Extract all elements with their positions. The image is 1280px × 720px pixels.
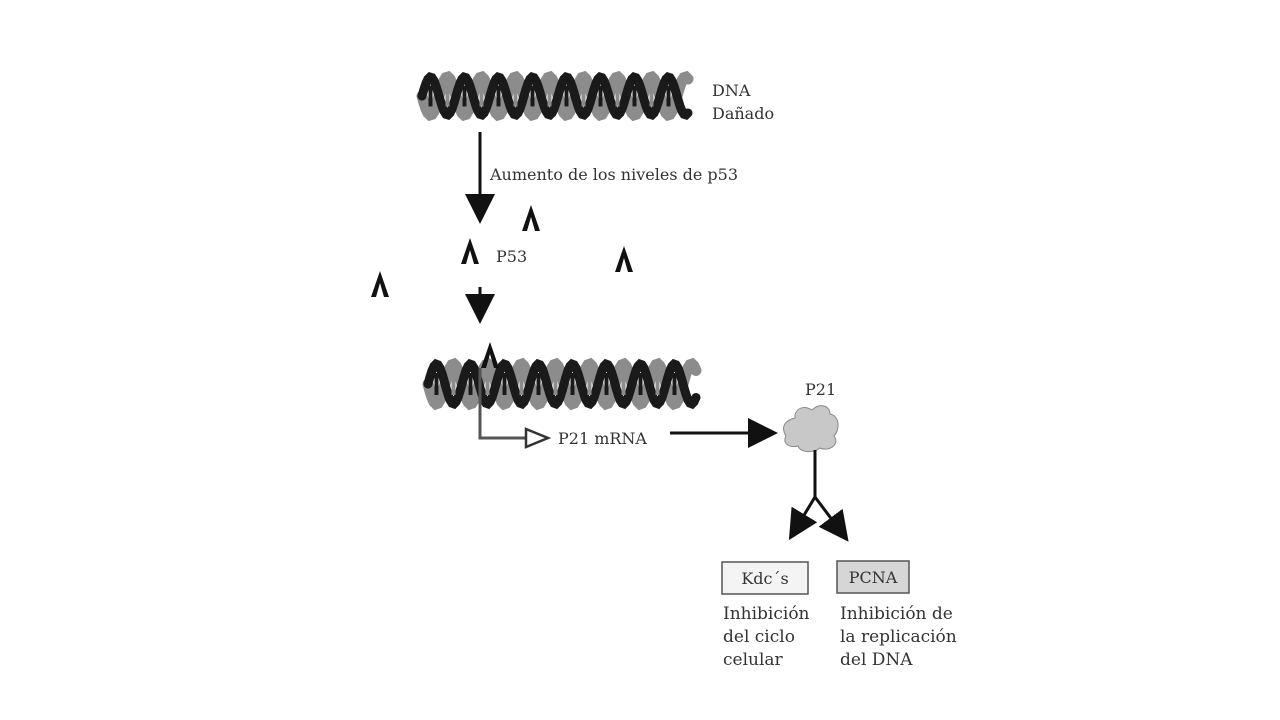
pcna-box-label: PCNA: [849, 568, 898, 587]
pcna-effect-line1: Inhibición de: [840, 604, 953, 624]
kdc-box-label: Kdc´s: [741, 569, 788, 588]
transcription-arrowhead: [524, 427, 552, 449]
p53-molecule-icon: [522, 205, 540, 231]
dna-label-line1: DNA: [712, 81, 751, 100]
p21-mrna-label: P21 mRNA: [558, 429, 647, 448]
kdc-effect-line2: del ciclo: [723, 627, 795, 647]
p53-label: P53: [496, 247, 527, 266]
p21-label: P21: [805, 380, 836, 399]
p53-molecule-icon: [371, 271, 389, 297]
transcription-start-arrow: [478, 368, 526, 440]
p53-molecule-icon: [461, 238, 479, 264]
kdc-box: [721, 561, 809, 595]
kdc-effect-line1: Inhibición: [723, 604, 810, 624]
p53-molecule-icon: [615, 246, 633, 272]
bound-p53-icon: [481, 342, 499, 368]
dna-label-line2: Dañado: [712, 104, 774, 123]
p53-increase-label: Aumento de los niveles de p53: [489, 165, 738, 184]
p21-branch-arrows: [788, 450, 849, 542]
kdc-effect-line3: celular: [723, 650, 784, 670]
p21-protein-icon: [783, 405, 839, 453]
promoter-dna-helix: [422, 357, 702, 411]
pcna-box: [836, 560, 910, 594]
pcna-effect-line3: del DNA: [840, 650, 913, 670]
damaged-dna-helix: [416, 70, 694, 122]
pcna-effect-line2: la replicación: [840, 627, 957, 647]
